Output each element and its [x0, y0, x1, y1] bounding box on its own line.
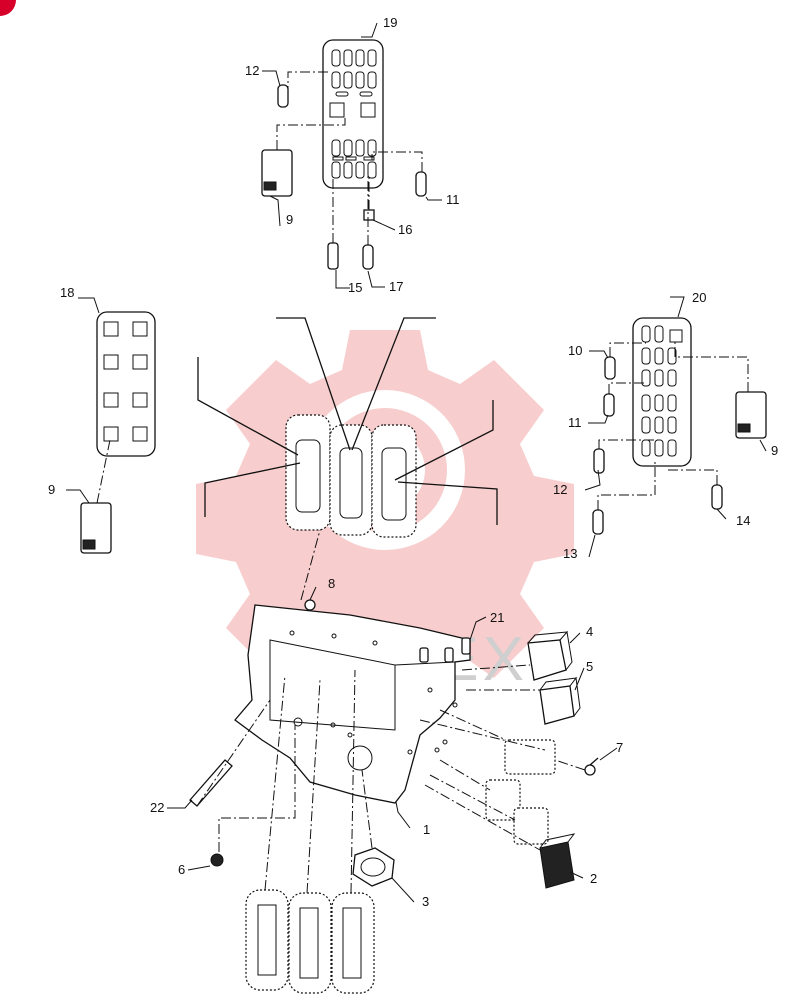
socket-b: [485, 779, 521, 821]
callout-21: 21: [490, 610, 504, 625]
lower-modules: [245, 889, 375, 994]
relay-module: [197, 317, 498, 538]
callout-10: 10: [568, 343, 582, 358]
callout-9-left: 9: [48, 482, 55, 497]
part-16: [363, 209, 375, 221]
callout-11-right: 11: [568, 415, 582, 430]
callout-19: 19: [383, 15, 397, 30]
fuse-17: [362, 244, 374, 270]
fuse-14: [711, 484, 723, 510]
callout-6: 6: [178, 862, 185, 877]
connectors-21: [419, 637, 471, 663]
callout-3: 3: [422, 894, 429, 909]
fuse-11-right: [603, 393, 615, 417]
callout-20: 20: [692, 290, 706, 305]
fuse-10: [604, 356, 616, 380]
relay-4: [527, 630, 573, 681]
screw-7: [584, 757, 599, 776]
screw-6: [210, 853, 224, 867]
socket-a: [504, 739, 556, 775]
callout-2: 2: [590, 871, 597, 886]
callout-18: 18: [60, 285, 74, 300]
callout-4: 4: [586, 624, 593, 639]
callout-11-top: 11: [446, 192, 460, 207]
callout-8: 8: [328, 576, 335, 591]
callout-15: 15: [348, 280, 362, 295]
callout-22: 22: [150, 800, 164, 815]
callout-14: 14: [736, 513, 750, 528]
nut-3: [352, 847, 395, 887]
fuse-panel-20: [632, 317, 692, 467]
fuse-puller-22: [189, 759, 233, 807]
callout-12-top: 12: [245, 63, 259, 78]
fuse-13: [592, 509, 604, 535]
fuse-panel-19: [322, 39, 384, 189]
mounting-plate: [234, 604, 471, 804]
socket-c: [513, 807, 549, 845]
callout-7: 7: [616, 740, 623, 755]
fuse-11-top: [415, 171, 427, 197]
callout-13: 13: [563, 546, 577, 561]
callout-1: 1: [423, 822, 430, 837]
callout-9-top: 9: [286, 212, 293, 227]
corner-badge: [0, 0, 16, 16]
fuse-12-right: [593, 448, 605, 474]
callout-12-right: 12: [553, 482, 567, 497]
callout-17: 17: [389, 279, 403, 294]
fuse-12-top: [277, 84, 289, 108]
relay-5: [539, 676, 581, 725]
relay-2: [539, 833, 576, 889]
screw-8: [304, 599, 316, 611]
callout-16: 16: [398, 222, 412, 237]
callout-5: 5: [586, 659, 593, 674]
panel-18: [96, 311, 156, 457]
fuse-15: [327, 242, 339, 270]
callout-9-right: 9: [771, 443, 778, 458]
